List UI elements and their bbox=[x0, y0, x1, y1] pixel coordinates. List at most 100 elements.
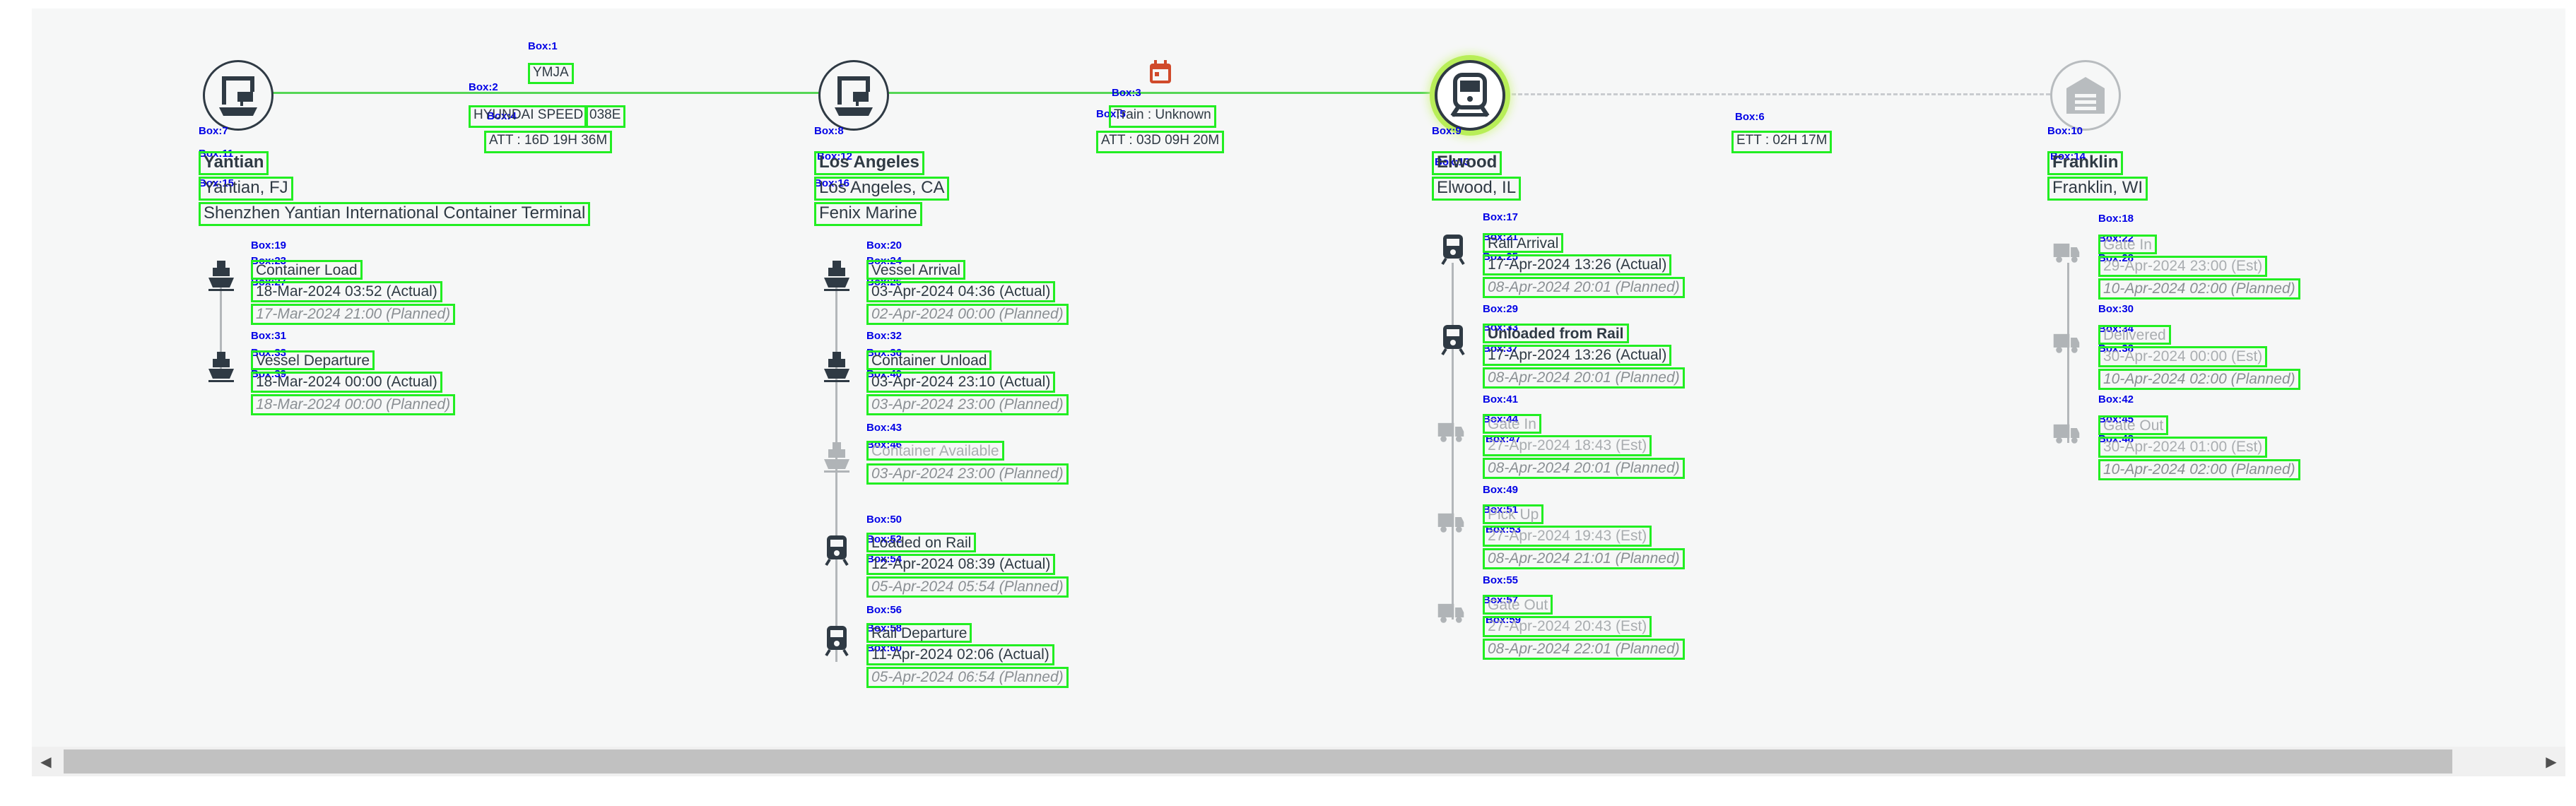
hub-elwood[interactable] bbox=[1435, 60, 1505, 131]
event-actual-time: 03-Apr-2024 23:10 (Actual) bbox=[866, 372, 1056, 393]
box-tag: Box:11 bbox=[199, 148, 234, 160]
box-tag: Box:2 bbox=[469, 81, 498, 93]
event-title: Container Unload bbox=[866, 350, 992, 370]
scrollbar-thumb[interactable] bbox=[64, 749, 2452, 774]
event-planned-time: 10-Apr-2024 02:00 (Planned) bbox=[2098, 459, 2300, 480]
event-actual-time: 12-Apr-2024 08:39 (Actual) bbox=[866, 554, 1056, 575]
box-tag: Box:43 bbox=[866, 422, 902, 434]
ship-icon bbox=[823, 259, 851, 292]
scroll-left-icon[interactable]: ◀ bbox=[40, 754, 52, 770]
location-facility: Fenix Marine bbox=[814, 202, 922, 226]
box-tag: Box:28 bbox=[2098, 252, 2134, 264]
event-estimated-time: 27-Apr-2024 20:43 (Est) bbox=[1483, 616, 1652, 637]
truck-icon bbox=[2052, 417, 2081, 449]
box-tag: Box:15 bbox=[199, 177, 235, 189]
event-title: Container Load bbox=[251, 260, 363, 280]
box-tag: Box:20 bbox=[866, 239, 902, 251]
event-title: Gate Out bbox=[2098, 415, 2169, 435]
box-tag: Box:9 bbox=[1432, 125, 1462, 137]
route-line-yantian-la bbox=[237, 92, 823, 94]
event-planned-time: 03-Apr-2024 23:00 (Planned) bbox=[866, 394, 1069, 415]
event-connector bbox=[1452, 263, 1454, 620]
location-city: Franklin, WI bbox=[2047, 177, 2148, 201]
truck-icon bbox=[2052, 236, 2081, 268]
box-tag: Box:39 bbox=[251, 368, 287, 380]
box-tag: Box:54 bbox=[866, 553, 902, 565]
event-planned-time: 08-Apr-2024 22:01 (Planned) bbox=[1483, 639, 1685, 660]
box-tag: Box:44 bbox=[1483, 413, 1519, 425]
box-tag: Box:6 bbox=[1735, 111, 1765, 123]
route-line-elwood-franklin bbox=[1505, 93, 2120, 95]
horizontal-scrollbar[interactable]: ◀ ▶ bbox=[32, 747, 2565, 776]
event-planned-time: 03-Apr-2024 23:00 (Planned) bbox=[866, 463, 1069, 485]
box-tag: Box:16 bbox=[814, 177, 850, 189]
truck-icon bbox=[1437, 415, 1465, 448]
location-facility: Shenzhen Yantian International Container… bbox=[199, 202, 591, 226]
voyage-number: 038E bbox=[584, 105, 626, 128]
event-planned-time: 10-Apr-2024 02:00 (Planned) bbox=[2098, 369, 2300, 390]
event-planned-time: 10-Apr-2024 02:00 (Planned) bbox=[2098, 278, 2300, 300]
box-tag: Box:52 bbox=[866, 533, 902, 545]
event-estimated-time: 30-Apr-2024 01:00 (Est) bbox=[2098, 437, 2268, 458]
port-crane-icon bbox=[219, 76, 257, 116]
event-actual-time: 11-Apr-2024 02:06 (Actual) bbox=[866, 644, 1054, 665]
box-tag: Box:19 bbox=[251, 239, 287, 251]
leg-transport-mode: Train : Unknown bbox=[1109, 105, 1216, 128]
box-tag: Box:33 bbox=[251, 347, 287, 359]
event-title: Rail Arrival bbox=[1483, 233, 1564, 253]
box-tag: Box:42 bbox=[2098, 393, 2134, 405]
event-planned-time: 08-Apr-2024 21:01 (Planned) bbox=[1483, 548, 1685, 569]
event-estimated-time: 30-Apr-2024 00:00 (Est) bbox=[2098, 346, 2268, 367]
box-tag: Box:17 bbox=[1483, 211, 1519, 223]
shipment-timeline-panel: Box:1 YMJA Box:2 Box:4 HYUNDAI SPEED 038… bbox=[32, 8, 2565, 747]
event-planned-time: 08-Apr-2024 20:01 (Planned) bbox=[1483, 277, 1685, 298]
event-connector bbox=[220, 288, 222, 372]
box-tag: Box:41 bbox=[1483, 393, 1519, 405]
box-tag: Box:29 bbox=[1483, 303, 1519, 315]
box-tag: Box:32 bbox=[866, 330, 902, 342]
event-actual-time: 18-Mar-2024 00:00 (Actual) bbox=[251, 372, 442, 393]
box-tag: Box:55 bbox=[1483, 574, 1519, 586]
event-estimated-time: 27-Apr-2024 18:43 (Est) bbox=[1483, 435, 1652, 456]
event-title: Gate Out bbox=[1483, 595, 1553, 615]
train-icon bbox=[823, 624, 851, 657]
calendar-icon[interactable] bbox=[1148, 59, 1172, 85]
scroll-right-icon[interactable]: ▶ bbox=[2546, 754, 2557, 770]
box-tag: Box:40 bbox=[866, 368, 902, 380]
ship-icon bbox=[207, 350, 235, 383]
event-title: Vessel Arrival bbox=[866, 260, 966, 280]
event-title: Gate In bbox=[1483, 414, 1541, 434]
box-tag: Box:14 bbox=[2050, 150, 2086, 162]
event-planned-time: 05-Apr-2024 06:54 (Planned) bbox=[866, 667, 1069, 688]
hub-yantian[interactable] bbox=[203, 60, 274, 131]
event-connector bbox=[835, 288, 837, 662]
box-tag: Box:36 bbox=[866, 347, 902, 359]
hub-franklin[interactable] bbox=[2050, 60, 2121, 131]
event-title: Container Available bbox=[866, 441, 1004, 461]
route-line-la-elwood bbox=[887, 92, 1474, 94]
box-tag: Box:12 bbox=[817, 150, 853, 162]
box-tag: Box:18 bbox=[2098, 213, 2134, 225]
box-tag: Box:51 bbox=[1483, 504, 1519, 516]
event-actual-time: 18-Mar-2024 03:52 (Actual) bbox=[251, 281, 442, 302]
event-planned-time: 02-Apr-2024 00:00 (Planned) bbox=[866, 304, 1069, 325]
event-planned-time: 05-Apr-2024 05:54 (Planned) bbox=[866, 576, 1069, 598]
event-title: Unloaded from Rail bbox=[1483, 324, 1629, 343]
box-tag: Box:10 bbox=[2047, 125, 2083, 137]
train-icon bbox=[1439, 233, 1467, 266]
train-icon bbox=[823, 534, 851, 567]
box-tag: Box:49 bbox=[1483, 484, 1519, 496]
box-tag: Box:58 bbox=[866, 622, 902, 634]
event-title: Gate In bbox=[2098, 235, 2157, 254]
event-planned-time: 08-Apr-2024 20:01 (Planned) bbox=[1483, 367, 1685, 389]
box-tag: Box:30 bbox=[2098, 303, 2134, 315]
location-code: Yantian bbox=[199, 151, 269, 175]
leg-transit-time: ATT : 03D 09H 20M bbox=[1096, 131, 1225, 153]
event-planned-time: 17-Mar-2024 21:00 (Planned) bbox=[251, 304, 456, 325]
event-actual-time: 17-Apr-2024 13:26 (Actual) bbox=[1483, 345, 1672, 366]
leg-estimated-time: ETT : 02H 17M bbox=[1731, 131, 1833, 153]
location-city: Yantian, FJ bbox=[199, 177, 293, 201]
box-tag: Box:48 bbox=[2098, 433, 2134, 445]
hub-los-angeles[interactable] bbox=[818, 60, 889, 131]
event-planned-time: 18-Mar-2024 00:00 (Planned) bbox=[251, 394, 456, 415]
